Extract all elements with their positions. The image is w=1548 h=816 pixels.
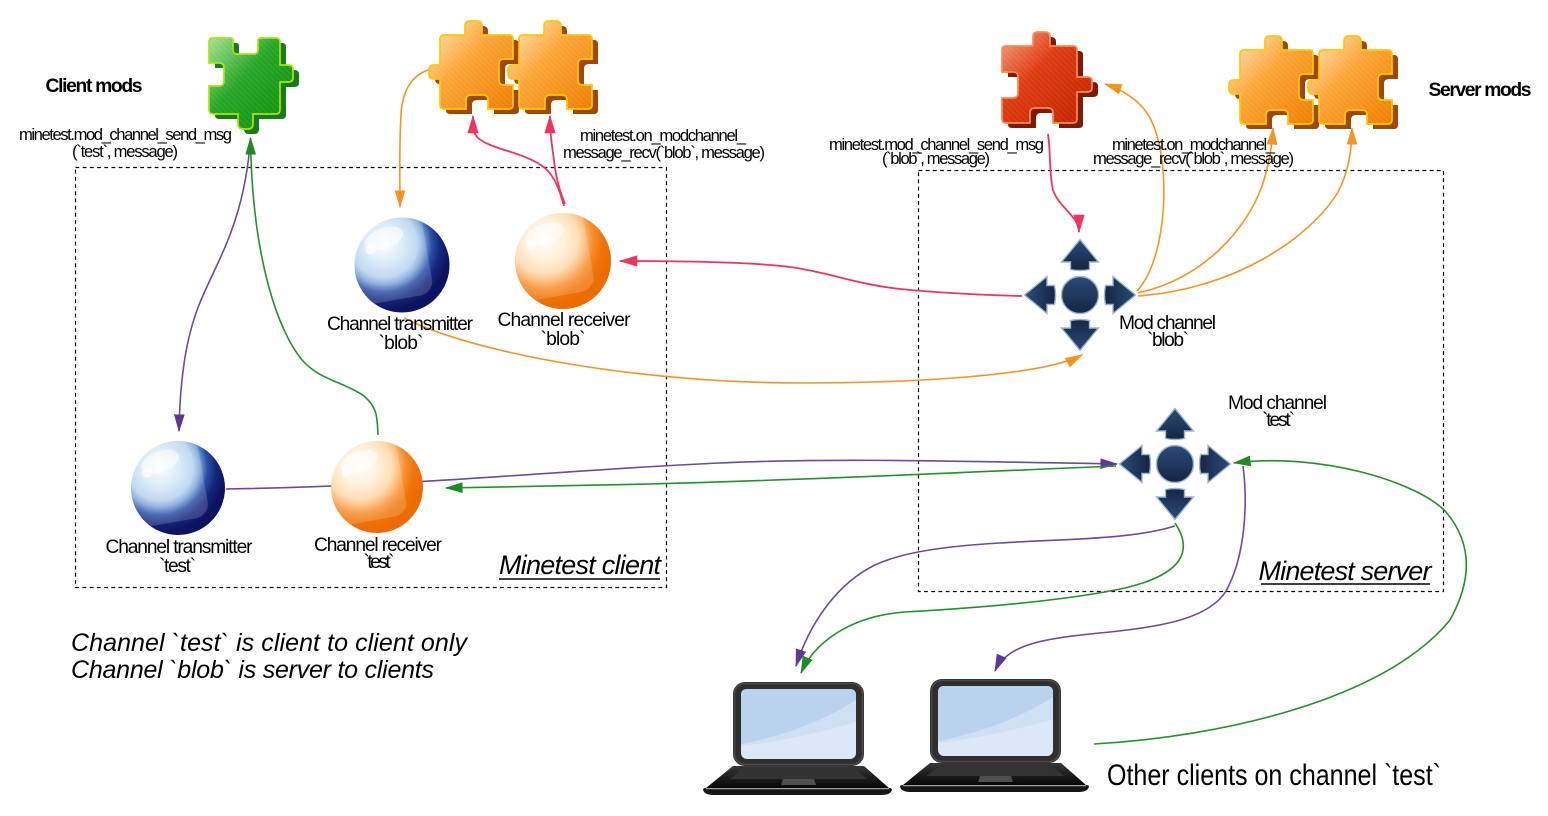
svg-text:Channel transmitter: Channel transmitter [327, 314, 474, 335]
svg-text:Channel receiver: Channel receiver [314, 535, 443, 556]
svg-text:`blob`: `blob` [1147, 330, 1189, 351]
svg-text:Mod channel: Mod channel [1119, 313, 1216, 334]
svg-text:Mod channel: Mod channel [1228, 393, 1327, 414]
svg-text:`test`: `test` [1262, 410, 1295, 431]
svg-text:Minetest client: Minetest client [499, 550, 662, 580]
svg-text:Channel `test` is client to cl: Channel `test` is client to client only [71, 629, 469, 657]
svg-text:(`test`, message): (`test`, message) [72, 142, 178, 161]
svg-text:`blob`: `blob` [379, 333, 424, 354]
svg-text:`test`: `test` [159, 556, 196, 577]
svg-text:minetest.mod_channel_send_msg: minetest.mod_channel_send_msg [829, 135, 1044, 154]
svg-text:Other clients on channel `test: Other clients on channel `test` [1107, 759, 1441, 792]
svg-text:Channel receiver: Channel receiver [498, 310, 632, 331]
svg-text:Minetest server: Minetest server [1259, 556, 1433, 586]
svg-text:Client mods: Client mods [46, 76, 143, 97]
svg-text:minetest.mod_channel_send_msg: minetest.mod_channel_send_msg [19, 125, 232, 144]
svg-text:Channel transmitter: Channel transmitter [106, 537, 254, 558]
svg-text:`test`: `test` [364, 552, 395, 573]
svg-text:minetest.on_modchannel_: minetest.on_modchannel_ [1112, 135, 1276, 154]
svg-text:minetest.on_modchannel_: minetest.on_modchannel_ [580, 126, 747, 145]
svg-text:message_recv(`blob`, message): message_recv(`blob`, message) [1093, 149, 1294, 168]
svg-text:message_recv(`blob`, message): message_recv(`blob`, message) [563, 143, 765, 162]
svg-text:`blob`: `blob` [541, 329, 586, 350]
svg-text:Server mods: Server mods [1429, 80, 1532, 101]
svg-text:Channel `blob` is server to cl: Channel `blob` is server to clients [71, 656, 434, 684]
svg-text:(`blob`, message): (`blob`, message) [882, 149, 990, 168]
